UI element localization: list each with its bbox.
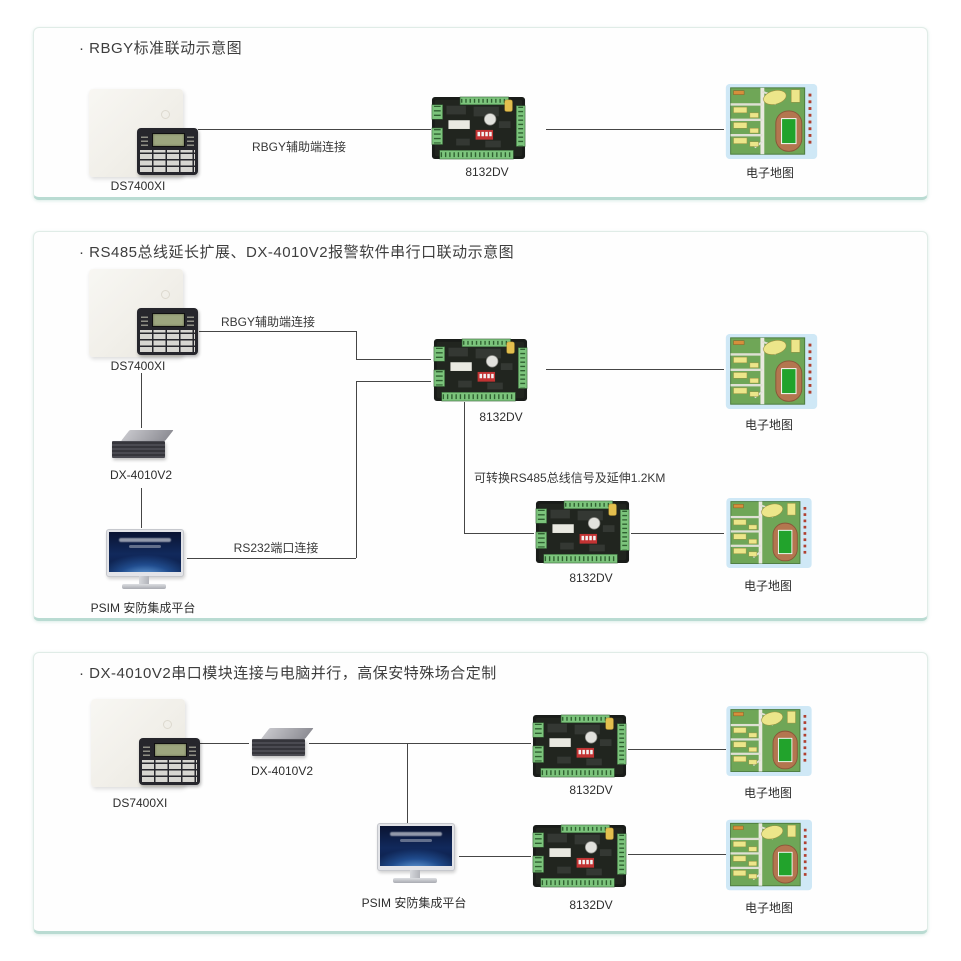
dx4010v2-device (109, 429, 174, 461)
connection-line (628, 854, 726, 855)
connection-line (546, 369, 724, 370)
device-label-map: 电子地图 (743, 786, 793, 800)
device-label-map: 电子地图 (744, 901, 794, 915)
panel-title: · RBGY标准联动示意图 (79, 40, 243, 57)
keypad-lcd (154, 743, 187, 757)
device-label-dx4010v2: DX-4010V2 (109, 468, 173, 482)
monitor-screen (106, 529, 184, 577)
dx-box-front (252, 739, 305, 756)
keypad-keys (142, 760, 197, 782)
keypad (137, 128, 198, 175)
device-label-ds7400xi: DS7400XI (110, 179, 166, 193)
dx4010v2-device (249, 727, 314, 759)
device-label-8132dv: 8132DV (569, 898, 613, 912)
connection-line (459, 856, 531, 857)
psim-workstation-device (377, 823, 457, 887)
dx-box-top (261, 728, 314, 739)
keypad-lcd (152, 313, 185, 327)
connection-line (198, 129, 431, 130)
connection-line (309, 743, 531, 744)
connection-line (141, 488, 142, 528)
connection-line (628, 749, 726, 750)
keypad-keys (140, 330, 195, 352)
panel-rs485-extension: · RS485总线延长扩展、DX-4010V2报警软件串行口联动示意图 RBGY… (33, 231, 928, 621)
monitor-wallpaper (380, 826, 452, 866)
connection-line (356, 381, 431, 382)
electronic-map-device (726, 819, 812, 891)
device-label-psim: PSIM 安防集成平台 (90, 601, 196, 615)
panel-title: · DX-4010V2串口模块连接与电脑并行，高保安特殊场合定制 (79, 665, 497, 682)
connection-line (356, 331, 357, 359)
device-label-dx4010v2: DX-4010V2 (250, 764, 314, 778)
connection-label-rs232: RS232端口连接 (233, 541, 319, 555)
monitor-stand (410, 870, 420, 878)
connection-line (546, 129, 724, 130)
connection-line (187, 558, 356, 559)
device-label-map: 电子地图 (744, 418, 794, 432)
connection-label-rs485: 可转换RS485总线信号及延伸1.2KM (474, 471, 666, 485)
device-label-8132dv: 8132DV (569, 783, 613, 797)
connection-line (356, 381, 357, 558)
device-label-8132dv: 8132DV (465, 165, 509, 179)
keypad-keys (140, 150, 195, 172)
board-8132dv-device (431, 338, 530, 402)
panel-rbgy-standard: · RBGY标准联动示意图 RBGY辅助端连接 DS7400XI 8132DV … (33, 27, 928, 200)
device-label-8132dv: 8132DV (569, 571, 613, 585)
panel-title: · RS485总线延长扩展、DX-4010V2报警软件串行口联动示意图 (79, 244, 515, 261)
device-label-map: 电子地图 (745, 166, 795, 180)
connection-label-rbgy: RBGY辅助端连接 (251, 140, 347, 154)
electronic-map-device (726, 706, 812, 776)
keypad (139, 738, 200, 785)
device-label-ds7400xi: DS7400XI (112, 796, 168, 810)
device-label-ds7400xi: DS7400XI (110, 359, 166, 373)
board-8132dv-device (531, 824, 628, 888)
connection-line (200, 743, 249, 744)
device-label-psim: PSIM 安防集成平台 (361, 896, 467, 910)
monitor-screen (377, 823, 455, 871)
monitor-base (393, 878, 437, 883)
panel-dx4010v2-serial: · DX-4010V2串口模块连接与电脑并行，高保安特殊场合定制 DS7400X… (33, 652, 928, 934)
device-label-map: 电子地图 (743, 579, 793, 593)
connection-line (199, 331, 356, 332)
connection-line (141, 373, 142, 428)
electronic-map-device (724, 334, 819, 409)
connection-line (464, 533, 534, 534)
electronic-map-device (724, 84, 819, 159)
dx-box-front (112, 441, 165, 458)
connection-label-rbgy: RBGY辅助端连接 (220, 315, 316, 329)
ds7400xi-device (89, 89, 199, 181)
monitor-base (122, 584, 166, 589)
board-8132dv-device (531, 714, 628, 778)
monitor-wallpaper (109, 532, 181, 572)
ds7400xi-device (89, 269, 199, 361)
board-8132dv-device (429, 96, 528, 160)
psim-workstation-device (106, 529, 186, 593)
keypad (137, 308, 198, 355)
dx-box-top (121, 430, 174, 441)
connection-line (631, 533, 724, 534)
connection-line (407, 743, 408, 823)
connection-line (464, 402, 465, 533)
electronic-map-device (724, 498, 814, 568)
board-8132dv-device (534, 500, 631, 564)
monitor-stand (139, 576, 149, 584)
keypad-lcd (152, 133, 185, 147)
device-label-8132dv: 8132DV (479, 410, 523, 424)
connection-line (356, 359, 431, 360)
ds7400xi-device (91, 699, 201, 791)
